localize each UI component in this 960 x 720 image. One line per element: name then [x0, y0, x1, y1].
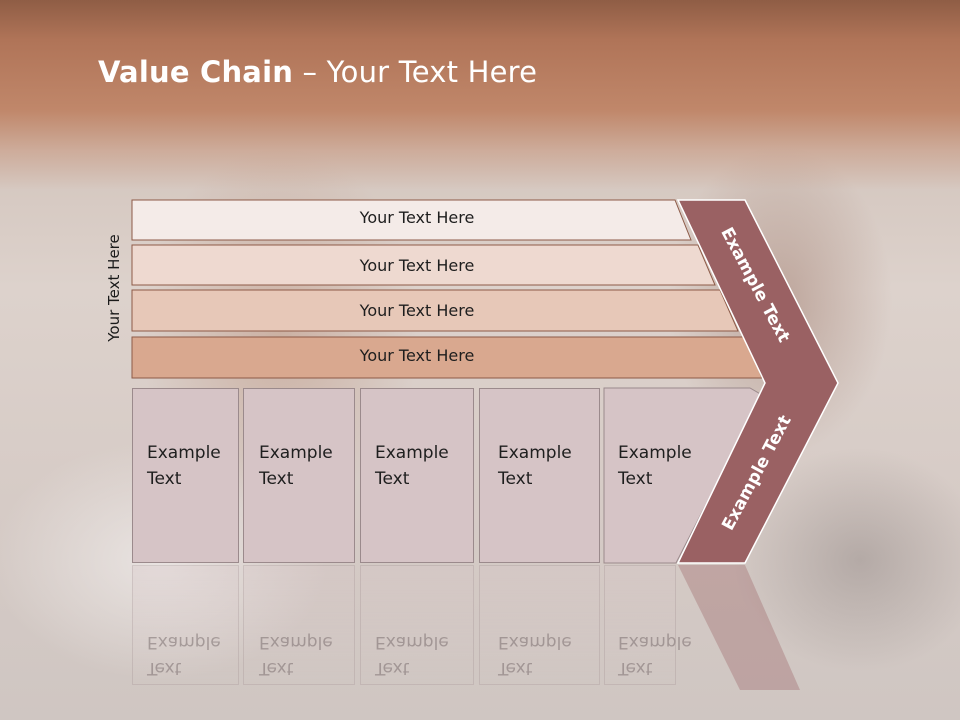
activity-text-2-line1: Example — [259, 443, 333, 463]
slide-title: Value Chain – Your Text Here — [98, 55, 537, 89]
activity-text-3-line1: Example — [375, 443, 449, 463]
reflection-text-2: Text Example — [259, 629, 355, 681]
activity-box-4 — [479, 388, 600, 563]
activity-text-4-line1: Example — [498, 443, 572, 463]
bar-3 — [131, 289, 739, 332]
reflection-box-4 — [479, 565, 600, 685]
activity-text-1-line2: Text — [147, 469, 182, 489]
diagram-reflection: Text Example Text Example Text Example Text… — [0, 565, 960, 720]
title-band — [0, 0, 960, 190]
activity-text-5-line1: Example — [618, 443, 692, 463]
reflection-text-2-line1: Example — [259, 632, 333, 652]
reflection-text-4: Text Example — [498, 629, 594, 681]
activity-text-1-line1: Example — [147, 443, 221, 463]
reflection-text-2-line2: Text — [259, 658, 294, 678]
chevron-arrow — [676, 199, 839, 564]
chevron-reflection — [678, 565, 800, 690]
bar-1 — [131, 199, 692, 241]
reflection-text-3-line2: Text — [375, 658, 410, 678]
title-bold: Value Chain — [98, 55, 294, 89]
reflection-text-3-line1: Example — [375, 632, 449, 652]
title-rest: – Your Text Here — [293, 55, 538, 89]
bar-label-3: Your Text Here — [359, 301, 475, 320]
bar-label-4: Your Text Here — [359, 346, 475, 365]
reflection-text-4-line2: Text — [498, 658, 533, 678]
reflection-text-5-line1: Example — [618, 632, 692, 652]
bar-label-2: Your Text Here — [359, 256, 475, 275]
bar-label-1: Your Text Here — [359, 208, 475, 227]
activity-box-3 — [360, 388, 474, 563]
activity-text-5-line2: Text — [618, 469, 653, 489]
reflection-text-1: Text Example — [147, 629, 243, 681]
reflection-box-5 — [604, 565, 676, 685]
activity-text-3-line2: Text — [375, 469, 410, 489]
activity-box-1 — [132, 388, 239, 563]
reflection-text-5: Text Example — [618, 629, 714, 681]
reflection-text-3: Text Example — [375, 629, 471, 681]
reflection-box-3 — [360, 565, 474, 685]
reflection-text-4-line1: Example — [498, 632, 572, 652]
activity-box-2 — [243, 388, 355, 563]
reflection-box-1 — [132, 565, 239, 685]
reflection-text-1-line2: Text — [147, 658, 182, 678]
reflection-box-2 — [243, 565, 355, 685]
activity-text-2-line2: Text — [259, 469, 294, 489]
activity-text-4-line2: Text — [498, 469, 533, 489]
reflection-text-5-line2: Text — [618, 658, 653, 678]
reflection-text-1-line1: Example — [147, 632, 221, 652]
bar-2 — [131, 244, 716, 286]
